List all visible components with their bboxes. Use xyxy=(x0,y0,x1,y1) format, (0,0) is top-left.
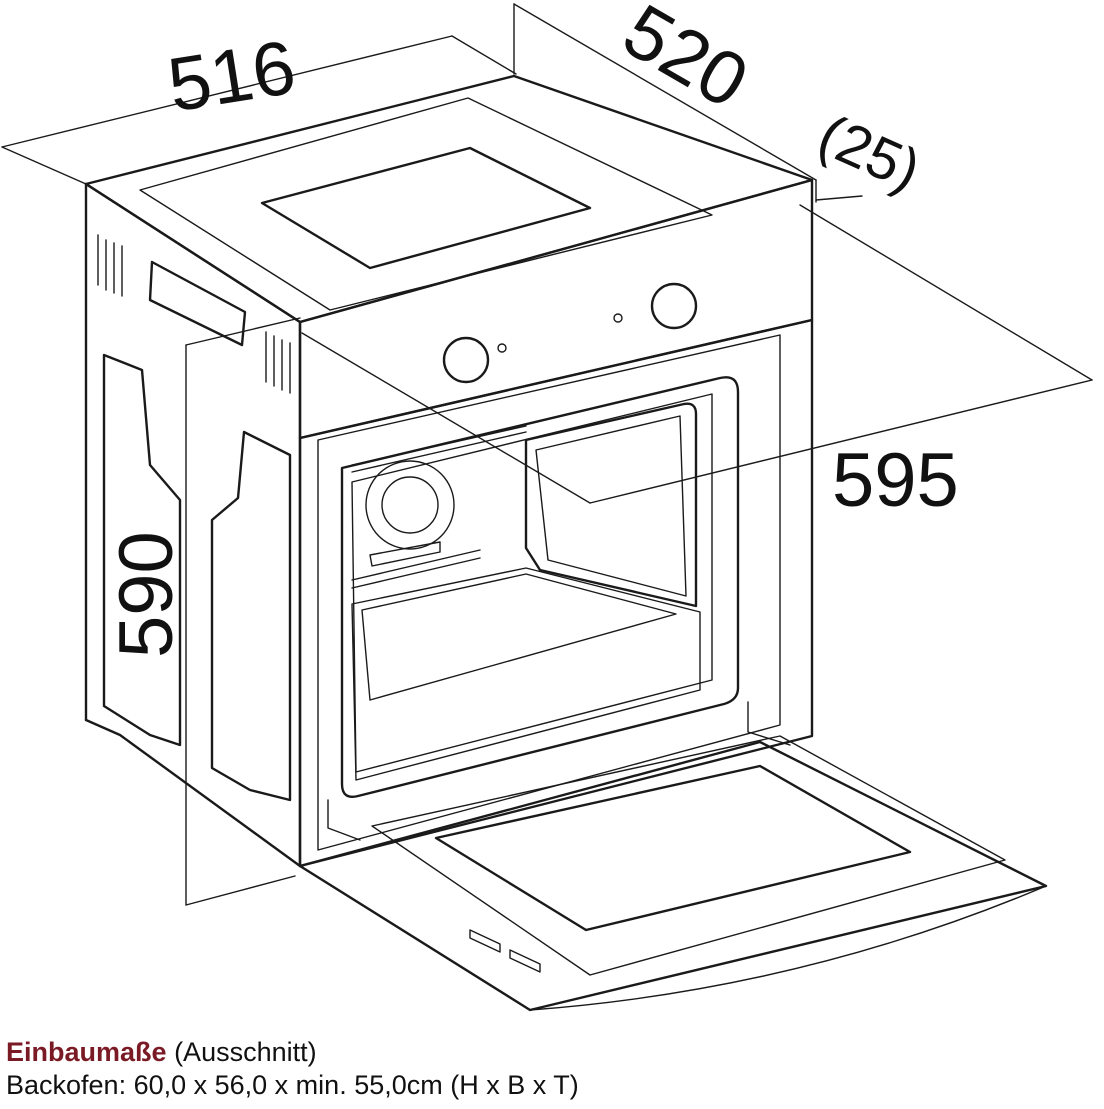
dimension-front-panel-label: (25) xyxy=(809,102,930,203)
knob-left xyxy=(442,336,490,384)
dimension-depth-label: 520 xyxy=(609,0,761,125)
dimension-height-label: 590 xyxy=(104,531,189,658)
control-panel xyxy=(298,178,814,440)
dimension-cutout-width-label: 595 xyxy=(832,438,959,523)
oven-cavity-opening xyxy=(340,376,740,798)
fan-guard-icon xyxy=(365,460,455,550)
oven-top xyxy=(84,74,814,722)
caption-title: Einbaumaße xyxy=(6,1037,167,1067)
dimension-lines xyxy=(1,3,1093,906)
knob-right xyxy=(650,282,698,330)
oven-dimension-drawing: 516 520 (25) 595 590 xyxy=(1,0,1093,1012)
oven-left-side xyxy=(84,182,302,868)
caption-title-note: (Ausschnitt) xyxy=(174,1037,317,1067)
dimension-width-label: 516 xyxy=(163,25,302,129)
oven-door xyxy=(298,701,1048,1012)
oven-front-frame xyxy=(298,318,814,868)
caption-line-2: Backofen: 60,0 x 56,0 x min. 55,0cm (H x… xyxy=(6,1070,579,1100)
caption: Einbaumaße (Ausschnitt) Backofen: 60,0 x… xyxy=(6,1036,579,1102)
caption-line-1: Einbaumaße (Ausschnitt) xyxy=(6,1036,579,1069)
